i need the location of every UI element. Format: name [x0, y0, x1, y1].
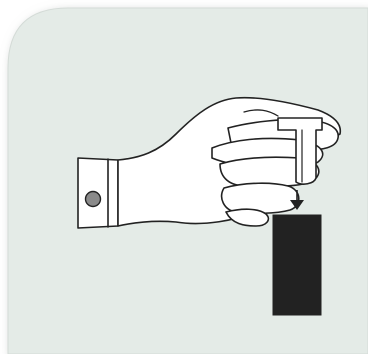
cuff-button-icon: [86, 192, 101, 207]
ring-finger: [222, 183, 299, 213]
card-block-icon: [273, 215, 321, 315]
